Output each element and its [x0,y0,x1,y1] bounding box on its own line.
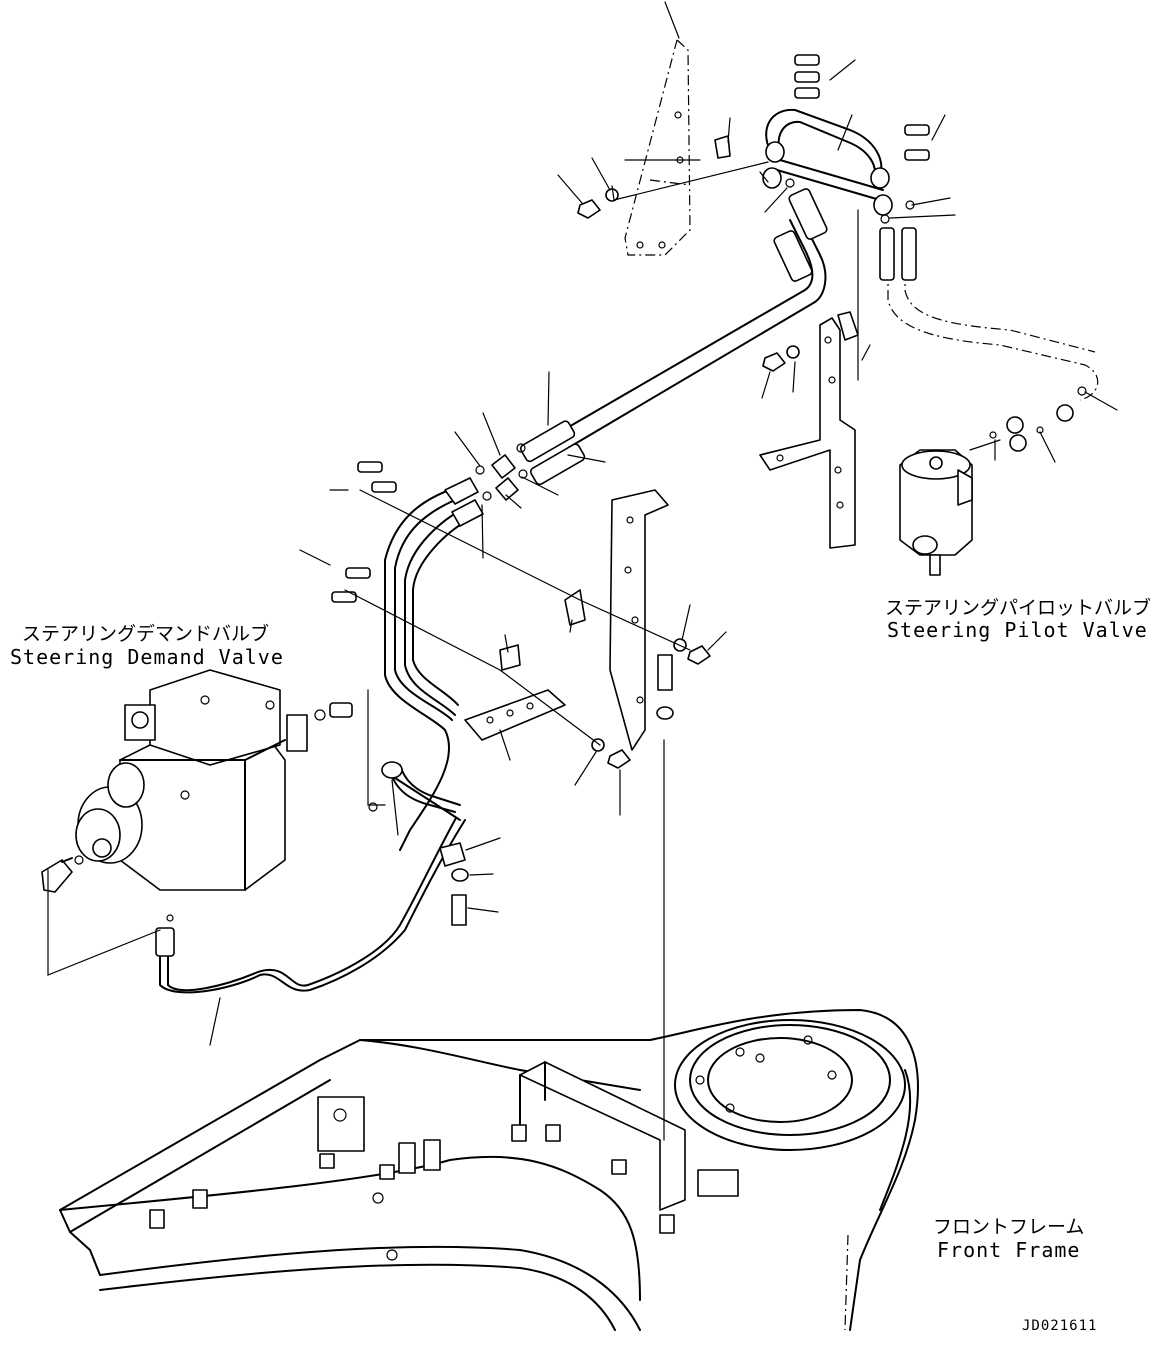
front-frame-label-en: Front Frame [937,1238,1081,1262]
right-bracket [759,317,856,549]
long-pipes [519,188,828,486]
upper-left-bracket [624,39,691,256]
straight-connector [314,702,353,721]
elbow-fitting [41,855,84,893]
demand-valve-hose [47,817,466,994]
steering-demand-valve [75,669,308,891]
center-bracket [609,489,669,751]
drawing-code: JD021611 [1022,1318,1098,1334]
clamp-plate [464,689,566,741]
front-frame [59,1009,919,1331]
steering-demand-valve-label-jp: ステアリングデマンドバルブ [22,623,270,645]
o-rings [166,178,1087,922]
front-frame-label-jp: フロントフレーム [933,1216,1085,1238]
hose-clips [331,54,930,671]
steering-demand-valve-label-en: Steering Demand Valve [10,645,284,669]
fasteners [439,188,800,926]
steering-pilot-valve-label-jp: ステアリングパイロットバルブ [885,597,1152,619]
pipe-bundle [381,477,484,851]
leader-lines [209,1,1118,1141]
steering-pilot-valve-label-en: Steering Pilot Valve [887,618,1148,642]
steering-pilot-valve [879,227,1099,576]
upper-pipe-loop [762,108,893,216]
